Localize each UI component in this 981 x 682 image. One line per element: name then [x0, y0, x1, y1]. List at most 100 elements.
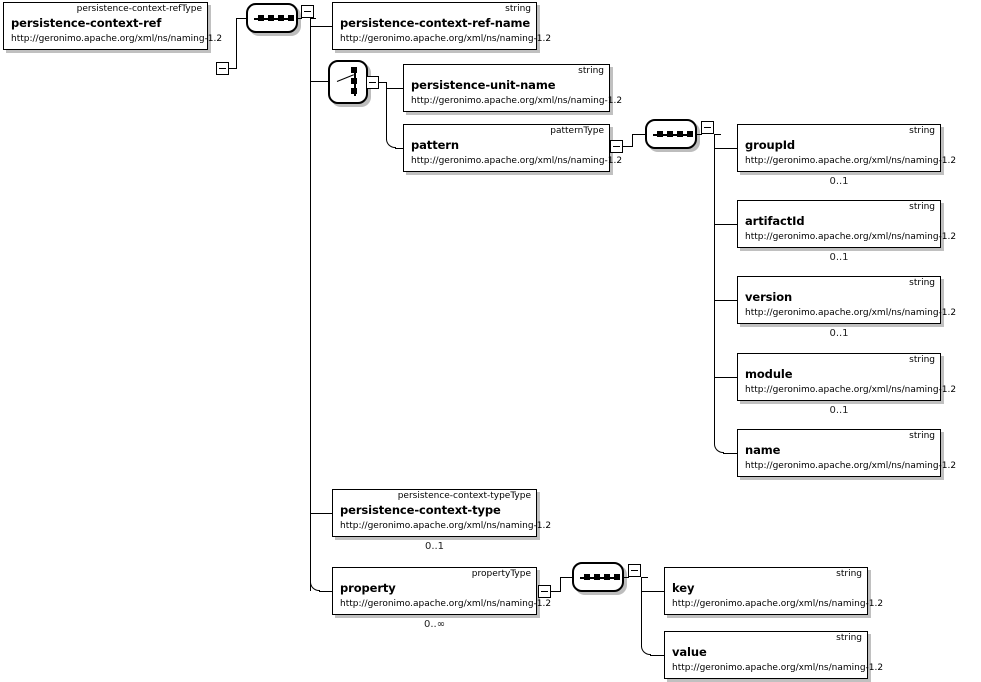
node-name-label: module — [745, 367, 793, 381]
node-name-label: value — [672, 645, 707, 659]
sequence-icon-pattern[interactable] — [645, 119, 697, 149]
node-namespace-label: http://geronimo.apache.org/xml/ns/naming… — [672, 599, 884, 609]
node-persistence-context-type[interactable]: persistence-context-typeType persistence… — [332, 489, 551, 537]
node-artifactId[interactable]: string artifactId http://geronimo.apache… — [737, 200, 956, 248]
connector-pattern-to-toggle — [623, 146, 633, 147]
node-namespace-label: http://geronimo.apache.org/xml/ns/naming… — [411, 96, 623, 106]
connector-choice-trunk-top — [379, 82, 387, 83]
sequence-dot — [687, 131, 693, 137]
node-name-label: persistence-context-ref-name — [340, 16, 531, 30]
cardinality-property: 0..∞ — [423, 619, 446, 630]
node-type-label: propertyType — [471, 569, 531, 579]
node-name-label: property — [340, 581, 396, 595]
connector-pattern-to-sequence — [632, 134, 646, 135]
connector-property-sequence-out — [624, 577, 629, 578]
node-name[interactable]: string name http://geronimo.apache.org/x… — [737, 429, 956, 477]
connector-branch-module — [714, 377, 738, 378]
node-persistence-unit-name[interactable]: string persistence-unit-name http://gero… — [403, 64, 622, 112]
sequence-dot — [258, 15, 264, 21]
connector-property-to-toggle — [551, 591, 560, 592]
sequence-dot — [288, 15, 294, 21]
node-type-label: string — [578, 66, 604, 76]
sequence-dot — [667, 131, 673, 137]
node-type-label: persistence-context-refType — [76, 4, 202, 14]
connector-property-vertical — [560, 577, 561, 592]
connector-branch-key — [641, 591, 665, 592]
node-type-label: string — [909, 202, 935, 212]
sequence-dot — [268, 15, 274, 21]
sequence-icon-property[interactable] — [572, 562, 624, 592]
node-name-label: persistence-context-type — [340, 503, 501, 517]
choice-dot — [351, 88, 357, 94]
node-type-label: string — [505, 4, 531, 14]
node-namespace-label: http://geronimo.apache.org/xml/ns/naming… — [745, 156, 957, 166]
connector-branch-version — [714, 300, 738, 301]
trunk-property-children — [641, 577, 642, 647]
node-type-label: patternType — [550, 126, 604, 136]
connector-branch-value — [650, 655, 666, 656]
node-namespace-label: http://geronimo.apache.org/xml/ns/naming… — [11, 34, 223, 44]
sequence-icon-root[interactable] — [246, 3, 298, 33]
node-property[interactable]: propertyType property http://geronimo.ap… — [332, 567, 551, 615]
connector-branch-unit-name — [386, 88, 404, 89]
connector-root-to-toggle — [229, 68, 237, 69]
cardinality-groupId: 0..1 — [829, 176, 849, 187]
node-version[interactable]: string version http://geronimo.apache.or… — [737, 276, 956, 324]
connector-pattern-sequence-out — [697, 134, 702, 135]
sequence-dot — [594, 574, 600, 580]
choice-dot — [351, 78, 357, 84]
node-namespace-label: http://geronimo.apache.org/xml/ns/naming… — [745, 308, 957, 318]
trunk-pattern-children — [714, 134, 715, 444]
connector-pattern-trunk-top — [714, 134, 721, 135]
sequence-dot — [278, 15, 284, 21]
node-type-label: persistence-context-typeType — [397, 491, 531, 501]
node-namespace-label: http://geronimo.apache.org/xml/ns/naming… — [340, 521, 552, 531]
connector-property-to-sequence — [560, 577, 573, 578]
connector-branch-pattern — [395, 148, 405, 149]
node-name-label: name — [745, 443, 781, 457]
toggle-property[interactable] — [538, 585, 551, 598]
connector-branch-ref-name — [310, 26, 332, 27]
connector-elbow-property — [310, 581, 320, 591]
toggle-pattern-sequence[interactable] — [701, 121, 714, 134]
cardinality-persistence-context-type: 0..1 — [424, 541, 445, 552]
node-namespace-label: http://geronimo.apache.org/xml/ns/naming… — [672, 663, 884, 673]
node-type-label: string — [836, 569, 862, 579]
connector-elbow-value — [641, 645, 651, 655]
node-groupId[interactable]: string groupId http://geronimo.apache.or… — [737, 124, 956, 172]
choice-icon-pattern[interactable] — [328, 60, 368, 104]
sequence-dot — [677, 131, 683, 137]
node-name-label: version — [745, 290, 793, 304]
node-value[interactable]: string value http://geronimo.apache.org/… — [664, 631, 883, 679]
connector-pattern-vertical — [632, 134, 633, 147]
node-name-label: persistence-unit-name — [411, 78, 556, 92]
node-key[interactable]: string key http://geronimo.apache.org/xm… — [664, 567, 883, 615]
connector-branch-name — [723, 453, 739, 454]
node-type-label: string — [909, 126, 935, 136]
toggle-root-sequence[interactable] — [301, 5, 314, 18]
sequence-dot — [604, 574, 610, 580]
toggle-choice[interactable] — [366, 76, 379, 89]
node-name-label: artifactId — [745, 214, 805, 228]
node-namespace-label: http://geronimo.apache.org/xml/ns/naming… — [745, 461, 957, 471]
node-persistence-context-ref-name[interactable]: string persistence-context-ref-name http… — [332, 2, 551, 50]
node-module[interactable]: string module http://geronimo.apache.org… — [737, 353, 956, 401]
toggle-property-sequence[interactable] — [628, 564, 641, 577]
toggle-pattern[interactable] — [610, 140, 623, 153]
connector-root-to-sequence — [236, 18, 247, 19]
connector-elbow-pattern — [386, 138, 396, 148]
sequence-dot — [614, 574, 620, 580]
toggle-root[interactable] — [216, 62, 229, 75]
cardinality-artifactId: 0..1 — [829, 252, 849, 263]
node-persistence-context-ref[interactable]: persistence-context-refType persistence-… — [3, 2, 222, 50]
node-pattern[interactable]: patternType pattern http://geronimo.apac… — [403, 124, 622, 172]
connector-sequence-out — [298, 18, 302, 19]
node-name-label: pattern — [411, 138, 459, 152]
connector-branch-choice — [310, 81, 328, 82]
connector-property-trunk-top — [641, 577, 648, 578]
connector-branch-property — [319, 591, 334, 592]
node-name-label: groupId — [745, 138, 796, 152]
node-name-label: persistence-context-ref — [11, 16, 162, 30]
sequence-dot — [584, 574, 590, 580]
